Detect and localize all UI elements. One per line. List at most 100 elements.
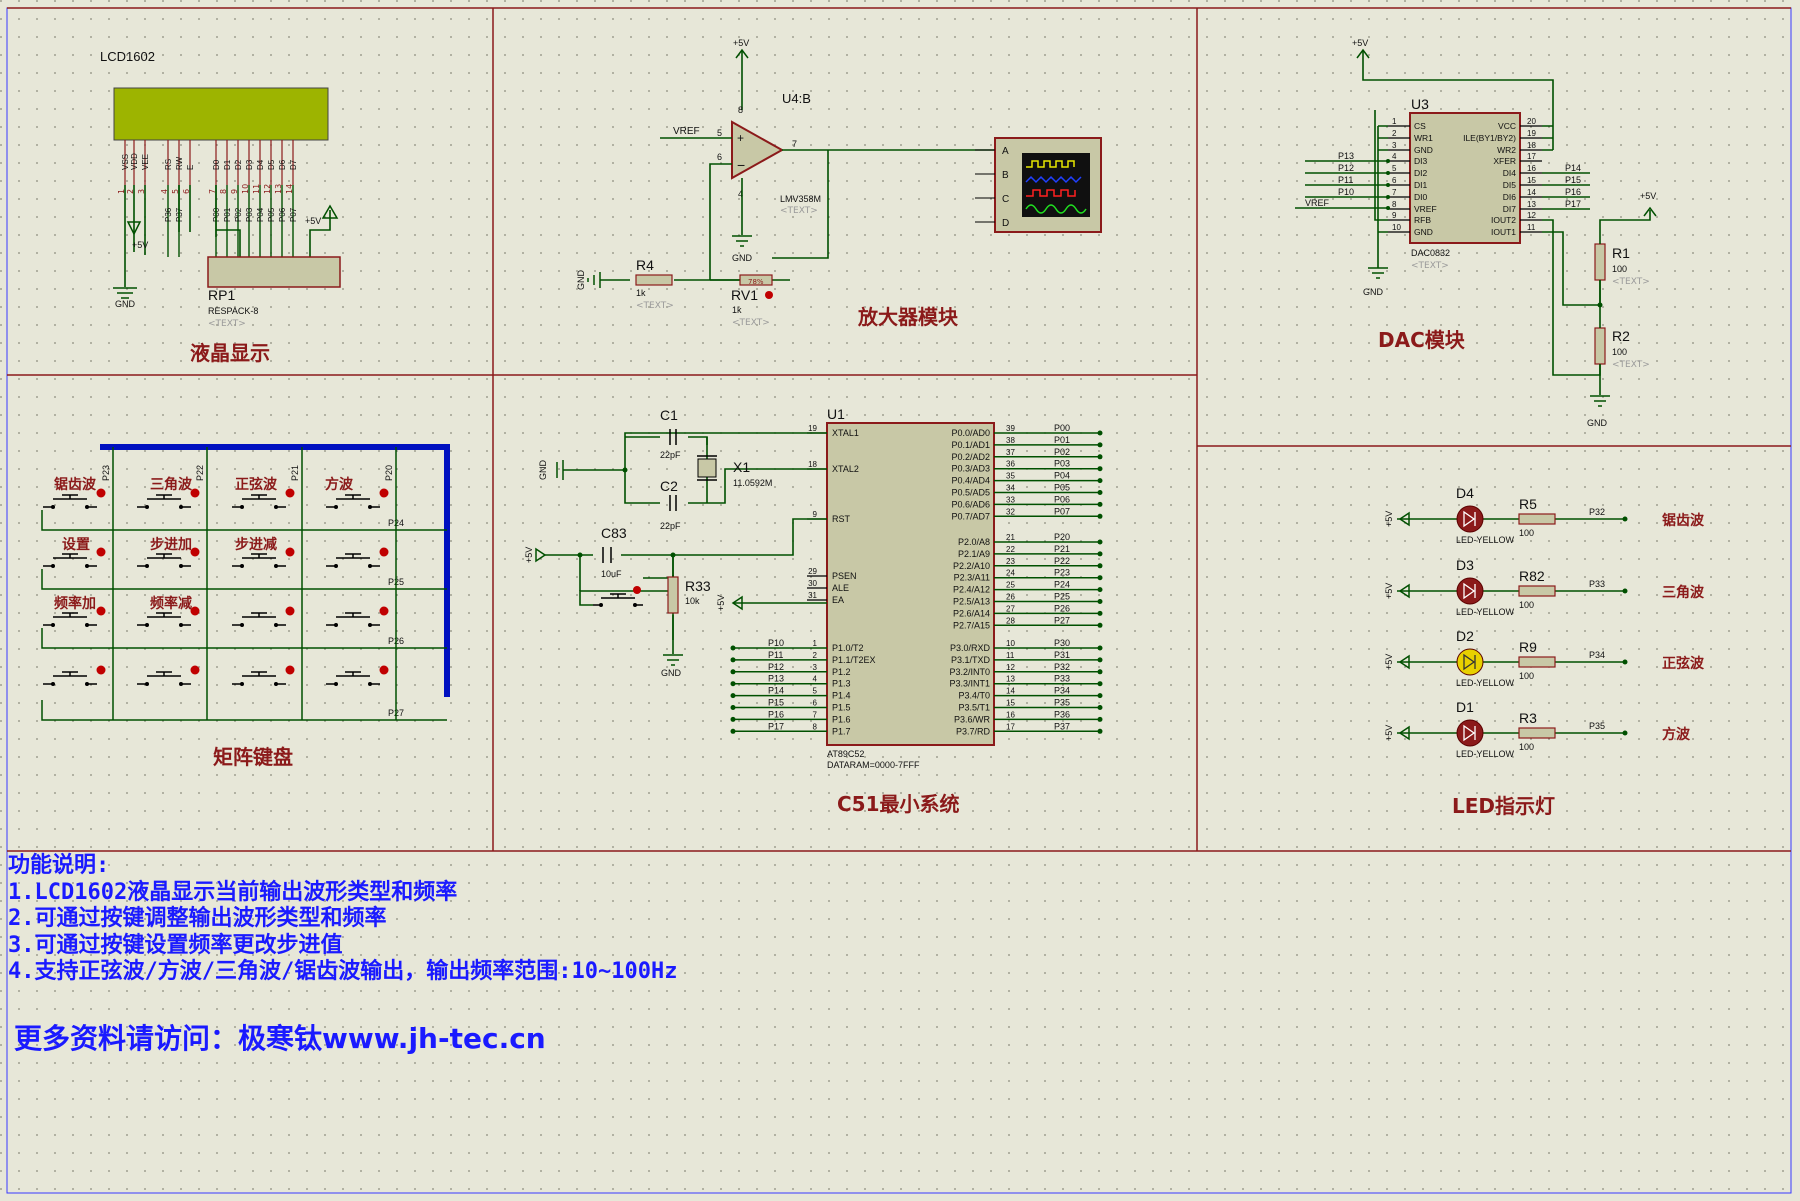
keypad-button[interactable] — [43, 488, 106, 510]
dac-left-pin-name: GND — [1414, 227, 1433, 237]
lcd-pin-number: 11 — [252, 184, 261, 194]
button-terminal — [334, 564, 338, 568]
mcu-right-pin-name: P0.1/AD1 — [951, 440, 990, 450]
mcu-right-pin-name: P0.5/AD5 — [951, 488, 990, 498]
mcu-p1-net: P13 — [768, 674, 784, 684]
mcu-port-terminal — [1097, 599, 1103, 604]
notes-line-2: 2.可通过按键调整输出波形类型和频率 — [8, 906, 387, 931]
sheet-borders — [6, 7, 1792, 1194]
mcu-right-pin-number: 32 — [1006, 507, 1015, 516]
mcu-right-pin-name: P0.4/AD4 — [951, 476, 990, 486]
mcu-port-terminal — [1097, 454, 1103, 460]
mcu-left-pin-number: 8 — [813, 722, 818, 731]
mcu-port-net: P27 — [1054, 615, 1070, 625]
mcu-left-pin-name: P1.1/T2EX — [832, 655, 876, 665]
mcu-port-terminal — [1097, 693, 1103, 699]
button-terminal — [368, 623, 372, 627]
button-indicator-icon — [96, 665, 106, 675]
led-terminal — [1622, 730, 1628, 736]
lcd-pin-number: 10 — [241, 184, 250, 194]
mcu-right-pin-number: 13 — [1006, 675, 1015, 684]
dac-right-pin-name: IOUT2 — [1491, 215, 1516, 225]
mcu-port-net: P06 — [1054, 494, 1070, 504]
dac-left-pin-number: 3 — [1392, 141, 1397, 150]
keypad-button[interactable] — [43, 665, 106, 687]
mcu-p1-net: P15 — [768, 698, 784, 708]
section-title-amp: 放大器模块 — [857, 305, 959, 329]
mcu-dataram: DATARAM=0000-7FFF — [827, 760, 920, 770]
mcu-right-pin-name: P3.5/T1 — [958, 703, 990, 713]
keypad-button[interactable] — [232, 547, 295, 569]
rv1-ref: RV1 — [731, 287, 758, 303]
reset-button[interactable] — [593, 586, 643, 607]
button-contact — [137, 553, 191, 567]
mcu-right-pin-name: P2.3/A11 — [954, 573, 990, 583]
keypad-button[interactable] — [232, 488, 295, 510]
button-terminal — [274, 623, 278, 627]
x1-ref: X1 — [733, 459, 750, 475]
keypad-button[interactable] — [326, 488, 389, 510]
keypad-button[interactable] — [326, 665, 389, 687]
section-title-keypad: 矩阵键盘 — [213, 745, 293, 769]
keypad-label: 三角波 — [150, 476, 193, 493]
keypad-button[interactable] — [232, 665, 295, 687]
mcu-right-pin-name: P3.3/INT1 — [949, 679, 990, 689]
dac-left-pin-name: DI1 — [1414, 180, 1428, 190]
dac-left-pin-name: DI0 — [1414, 192, 1428, 202]
mcu-port-terminal — [1097, 442, 1103, 448]
mcu-left-pin-name: RST — [832, 514, 851, 524]
crystal-x1 — [697, 458, 717, 478]
mcu-port-terminal — [1097, 705, 1103, 710]
keypad-button[interactable] — [326, 606, 389, 628]
mcu-left-pin-name: P1.2 — [832, 667, 851, 677]
keypad-button[interactable] — [43, 606, 106, 628]
led-net: P34 — [1589, 650, 1605, 660]
section-title-mcu: C51最小系统 — [837, 792, 960, 816]
mcu-port-net: P33 — [1054, 674, 1070, 684]
lcd-pin-name: VSS — [121, 154, 130, 170]
mcu-port-net: P36 — [1054, 709, 1070, 719]
mcu-left-pin-number: 3 — [813, 663, 818, 672]
keypad-bus — [100, 444, 450, 697]
mcu-left-pin-number: 19 — [808, 424, 817, 433]
lcd-pin-name: D3 — [245, 159, 254, 170]
keypad-button[interactable] — [137, 665, 200, 687]
button-terminal — [368, 505, 372, 509]
keypad-row-wire — [41, 628, 447, 649]
rp1-vcc-label: +5V — [305, 216, 321, 226]
keypad-row-wire — [41, 510, 447, 531]
keypad-button[interactable] — [137, 547, 200, 569]
lcd-pin-name: D2 — [234, 159, 243, 170]
visit-link-text[interactable]: 更多资料请访问：极寒钛www.jh-tec.cn — [14, 1022, 546, 1055]
mcu-right-pin-number: 16 — [1006, 710, 1015, 719]
lcd-pin-name: D6 — [278, 159, 287, 170]
keypad-label: 正弦波 — [235, 476, 278, 493]
mcu-left-pin-name: P1.6 — [832, 714, 851, 724]
mcu-p1-terminal — [730, 728, 736, 734]
keypad-button[interactable] — [232, 606, 295, 628]
mcu-left-pin-name: ALE — [832, 583, 849, 593]
button-terminal — [179, 623, 183, 627]
mcu-right-pin-number: 37 — [1006, 448, 1015, 457]
mcu-port-terminal — [1097, 728, 1103, 734]
mcu-right-pin-number: 15 — [1006, 699, 1015, 708]
lcd-net-label: P02 — [234, 207, 243, 222]
dac-gnd-label: GND — [1363, 287, 1384, 297]
keypad-button[interactable] — [43, 547, 106, 569]
rv1-probe-icon — [765, 291, 773, 299]
dac-right-pin-number: 15 — [1527, 176, 1536, 185]
keypad-label: 频率减 — [150, 595, 192, 612]
led-resistor-value: 100 — [1519, 742, 1534, 752]
keypad-col-net: P22 — [195, 465, 205, 481]
mcu-port-net: P05 — [1054, 483, 1070, 493]
led-section: +5VD4LED-YELLOWR5100P32锯齿波+5VD3LED-YELLO… — [1384, 485, 1705, 818]
keypad-button[interactable] — [326, 547, 389, 569]
button-terminal — [51, 505, 55, 509]
amp-vcc-label: +5V — [733, 38, 749, 48]
mcu-p1-terminal — [730, 716, 736, 722]
mcu-right-pin-name: P0.3/AD3 — [951, 464, 990, 474]
keypad-button[interactable] — [137, 606, 200, 628]
led-terminal — [1622, 516, 1628, 522]
dac-right-pin-number: 11 — [1527, 223, 1536, 232]
keypad-button[interactable] — [137, 488, 200, 510]
